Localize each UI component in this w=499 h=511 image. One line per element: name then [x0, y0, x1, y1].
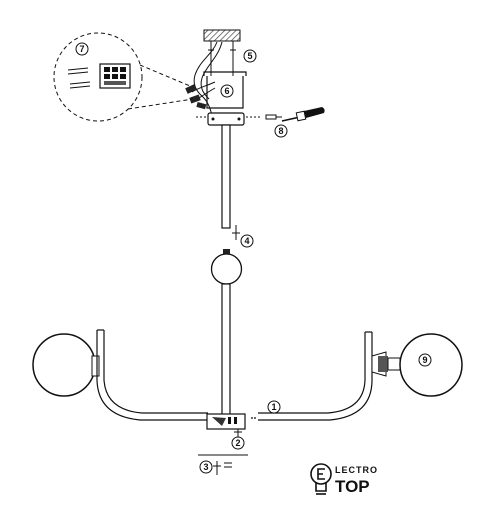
step-number-7: 7 — [79, 44, 84, 54]
left-globe — [32, 333, 100, 397]
ball-joint — [210, 249, 243, 285]
screwdriver-icon — [281, 107, 325, 122]
step-number-9: 9 — [422, 355, 427, 365]
brand-logo: LECTRO TOP — [310, 463, 378, 496]
bolt-and-washer-icon — [213, 461, 232, 475]
ceiling-screws — [208, 41, 236, 76]
step-number-1: 1 — [271, 402, 276, 412]
hub-screw — [234, 429, 242, 437]
right-socket — [371, 351, 401, 377]
center-hub — [206, 413, 246, 430]
step-badge-8: 8 — [274, 124, 288, 138]
top-rod — [221, 124, 231, 229]
step-badge-1: 1 — [267, 400, 281, 414]
step-number-6: 6 — [224, 86, 229, 96]
lightbulb-e-icon — [310, 463, 332, 495]
wire-ends-icon — [67, 67, 91, 89]
step-number-5: 5 — [247, 51, 252, 61]
step-number-3: 3 — [203, 462, 208, 472]
step-badge-4: 4 — [240, 234, 254, 248]
brand-line2: TOP — [335, 477, 370, 496]
step-badge-2: 2 — [231, 436, 245, 450]
wire-connectors — [185, 84, 207, 110]
right-arm — [251, 331, 373, 421]
set-screw — [265, 114, 282, 120]
rod-connector-arrow — [232, 225, 240, 240]
left-arm — [96, 329, 208, 421]
brand-line1: LECTRO — [335, 465, 378, 475]
step-badge-9: 9 — [418, 353, 432, 367]
canopy — [196, 112, 262, 126]
detail-callout — [53, 32, 194, 122]
step-badge-6: 6 — [220, 84, 234, 98]
right-globe — [399, 333, 463, 397]
step-badge-7: 7 — [75, 42, 89, 56]
ceiling-block — [203, 29, 241, 42]
step-number-8: 8 — [278, 126, 283, 136]
bottom-rod — [221, 283, 231, 417]
step-badge-5: 5 — [243, 49, 257, 63]
step-number-2: 2 — [235, 438, 240, 448]
step-number-4: 4 — [244, 236, 249, 246]
step-badge-3: 3 — [199, 460, 213, 474]
terminal-block-icon — [99, 63, 131, 89]
